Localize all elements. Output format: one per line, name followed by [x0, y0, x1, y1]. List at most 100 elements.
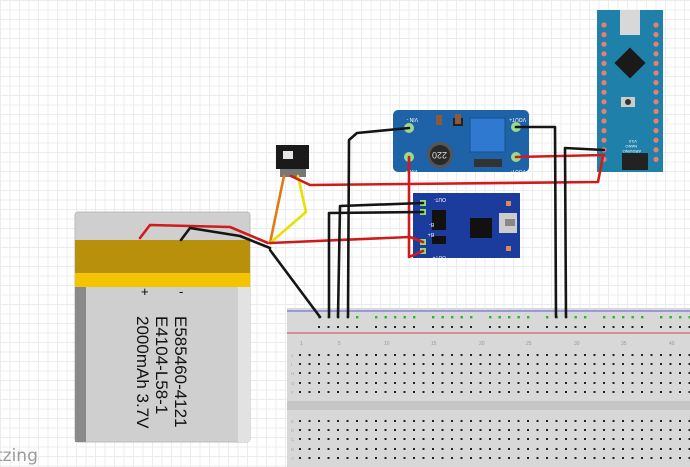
- breadboard-hole[interactable]: [555, 438, 558, 440]
- breadboard-hole[interactable]: [451, 382, 453, 384]
- breadboard-hole[interactable]: [479, 429, 482, 431]
- wire-battery-negative[interactable]: [179, 226, 272, 250]
- breadboard-hole[interactable]: [489, 457, 491, 459]
- breadboard-hole[interactable]: [346, 429, 349, 431]
- breadboard-hole[interactable]: [394, 420, 396, 422]
- breadboard-hole[interactable]: [403, 316, 406, 319]
- breadboard-hole[interactable]: [441, 316, 444, 319]
- breadboard-hole[interactable]: [460, 420, 463, 422]
- breadboard-hole[interactable]: [641, 448, 643, 450]
- breadboard-hole[interactable]: [584, 382, 586, 384]
- breadboard-hole[interactable]: [603, 363, 605, 365]
- breadboard-hole[interactable]: [603, 420, 605, 422]
- breadboard-hole[interactable]: [356, 326, 358, 328]
- breadboard-hole[interactable]: [660, 363, 662, 365]
- breadboard-hole[interactable]: [612, 448, 615, 450]
- breadboard-hole[interactable]: [422, 420, 425, 422]
- breadboard-hole[interactable]: [688, 457, 690, 459]
- breadboard-hole[interactable]: [574, 448, 577, 450]
- breadboard-hole[interactable]: [584, 372, 586, 374]
- breadboard-hole[interactable]: [641, 420, 643, 422]
- breadboard-hole[interactable]: [451, 420, 453, 422]
- breadboard-hole[interactable]: [413, 354, 415, 356]
- breadboard-hole[interactable]: [489, 420, 491, 422]
- breadboard-hole[interactable]: [337, 354, 339, 356]
- breadboard-hole[interactable]: [498, 382, 501, 384]
- breadboard-hole[interactable]: [460, 429, 463, 431]
- breadboard-hole[interactable]: [593, 457, 596, 459]
- breadboard-hole[interactable]: [536, 391, 539, 393]
- breadboard-hole[interactable]: [441, 448, 444, 450]
- breadboard-hole[interactable]: [384, 420, 387, 422]
- breadboard-hole[interactable]: [688, 438, 690, 440]
- breadboard-hole[interactable]: [669, 354, 672, 356]
- breadboard-hole[interactable]: [679, 457, 681, 459]
- breadboard-hole[interactable]: [394, 372, 396, 374]
- breadboard-hole[interactable]: [546, 326, 548, 328]
- breadboard-hole[interactable]: [679, 382, 681, 384]
- breadboard-hole[interactable]: [555, 429, 558, 431]
- breadboard-hole[interactable]: [527, 363, 529, 365]
- breadboard-hole[interactable]: [308, 382, 311, 384]
- breadboard-hole[interactable]: [375, 363, 377, 365]
- breadboard-hole[interactable]: [356, 457, 358, 459]
- breadboard-hole[interactable]: [308, 363, 311, 365]
- breadboard-hole[interactable]: [650, 457, 653, 459]
- breadboard-hole[interactable]: [669, 326, 672, 328]
- breadboard-hole[interactable]: [422, 391, 425, 393]
- breadboard-hole[interactable]: [641, 429, 643, 431]
- breadboard-hole[interactable]: [536, 438, 539, 440]
- breadboard-hole[interactable]: [631, 354, 634, 356]
- breadboard-hole[interactable]: [422, 382, 425, 384]
- breadboard-hole[interactable]: [375, 316, 378, 319]
- breadboard-hole[interactable]: [441, 363, 444, 365]
- nano-pin[interactable]: [601, 60, 607, 66]
- breadboard-hole[interactable]: [451, 363, 453, 365]
- breadboard-hole[interactable]: [375, 438, 377, 440]
- breadboard-hole[interactable]: [679, 326, 681, 328]
- breadboard-hole[interactable]: [574, 391, 577, 393]
- breadboard-hole[interactable]: [669, 382, 672, 384]
- breadboard-hole[interactable]: [318, 372, 320, 374]
- wire-ground-to-rail[interactable]: [268, 248, 322, 319]
- breadboard-hole[interactable]: [299, 420, 301, 422]
- breadboard-hole[interactable]: [498, 354, 501, 356]
- breadboard-hole[interactable]: [308, 391, 311, 393]
- breadboard-hole[interactable]: [650, 429, 653, 431]
- breadboard-hole[interactable]: [603, 448, 605, 450]
- breadboard-hole[interactable]: [612, 438, 615, 440]
- breadboard-hole[interactable]: [669, 316, 672, 319]
- wire-outminus-to-rail[interactable]: [336, 201, 425, 319]
- breadboard-hole[interactable]: [451, 438, 453, 440]
- breadboard-hole[interactable]: [413, 363, 415, 365]
- breadboard-hole[interactable]: [536, 448, 539, 450]
- breadboard-hole[interactable]: [631, 363, 634, 365]
- nano-pin[interactable]: [601, 51, 607, 57]
- breadboard-hole[interactable]: [394, 391, 396, 393]
- breadboard-hole[interactable]: [384, 429, 387, 431]
- potentiometer[interactable]: [469, 117, 506, 153]
- breadboard-hole[interactable]: [432, 457, 434, 459]
- breadboard-hole[interactable]: [451, 372, 453, 374]
- breadboard-hole[interactable]: [679, 391, 681, 393]
- breadboard-hole[interactable]: [460, 372, 463, 374]
- breadboard-hole[interactable]: [669, 429, 672, 431]
- wire-nano-gnd-to-rail[interactable]: [563, 146, 606, 319]
- breadboard-hole[interactable]: [517, 363, 520, 365]
- breadboard-hole[interactable]: [508, 420, 510, 422]
- breadboard-hole[interactable]: [394, 354, 396, 356]
- breadboard-hole[interactable]: [574, 438, 577, 440]
- breadboard-hole[interactable]: [327, 382, 330, 384]
- breadboard-hole[interactable]: [546, 391, 548, 393]
- breadboard-hole[interactable]: [460, 448, 463, 450]
- breadboard-hole[interactable]: [489, 448, 491, 450]
- breadboard-hole[interactable]: [346, 457, 349, 459]
- breadboard-hole[interactable]: [479, 438, 482, 440]
- nano-pin[interactable]: [601, 118, 607, 124]
- breadboard-hole[interactable]: [650, 363, 653, 365]
- breadboard-hole[interactable]: [660, 316, 663, 319]
- breadboard-hole[interactable]: [441, 457, 444, 459]
- breadboard-hole[interactable]: [650, 420, 653, 422]
- breadboard-hole[interactable]: [584, 316, 587, 319]
